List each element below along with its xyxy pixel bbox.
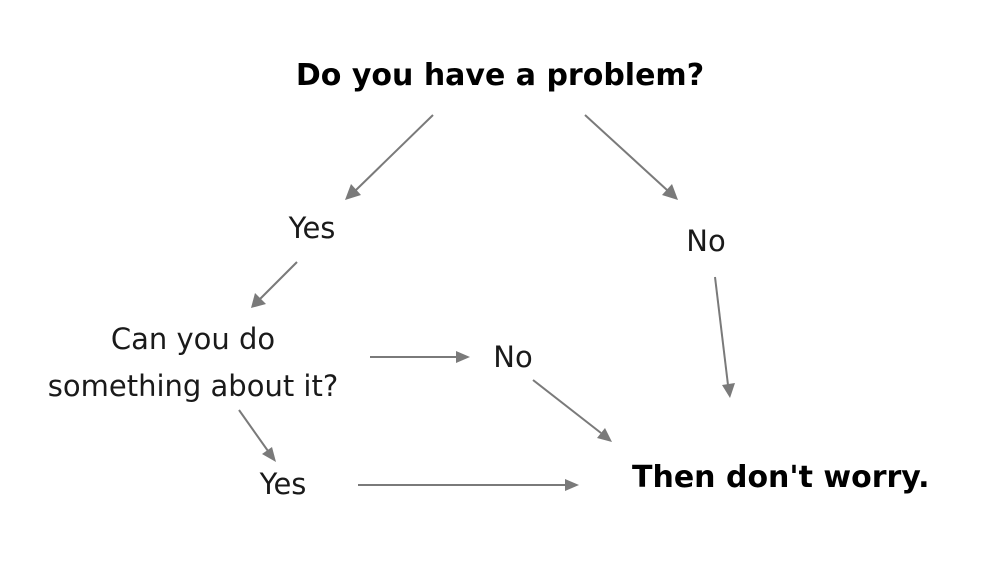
question-text: Do you have a problem? — [295, 58, 705, 93]
result-node: Then don't worry. — [632, 460, 930, 496]
arrow-question-to-no — [584, 114, 678, 200]
arrow-yes-to-can-you — [251, 261, 298, 308]
yes-node-2: Yes — [260, 467, 307, 502]
no-label-2: No — [493, 340, 533, 374]
no-node-2: No — [493, 340, 532, 375]
arrow-can-you-to-yes — [238, 409, 276, 462]
arrow-can-you-to-no — [370, 351, 470, 363]
result-text: Then don't worry. — [632, 460, 930, 495]
question-node: Do you have a problem? — [296, 58, 704, 94]
arrow-question-to-yes — [345, 114, 434, 200]
no-label-1: No — [686, 224, 726, 258]
arrow-yes-to-result — [358, 479, 579, 491]
yes-node-1: Yes — [289, 211, 336, 246]
arrow-no-to-result — [714, 276, 735, 398]
arrow-no-to-result-2 — [532, 379, 612, 442]
can-you-node: Can you do something about it? — [13, 316, 373, 410]
can-you-line-1: Can you do — [110, 322, 276, 356]
can-you-line-2: something about it? — [47, 368, 339, 403]
no-node-1: No — [686, 224, 725, 259]
yes-label-2: Yes — [259, 467, 307, 501]
yes-label-1: Yes — [288, 211, 336, 245]
